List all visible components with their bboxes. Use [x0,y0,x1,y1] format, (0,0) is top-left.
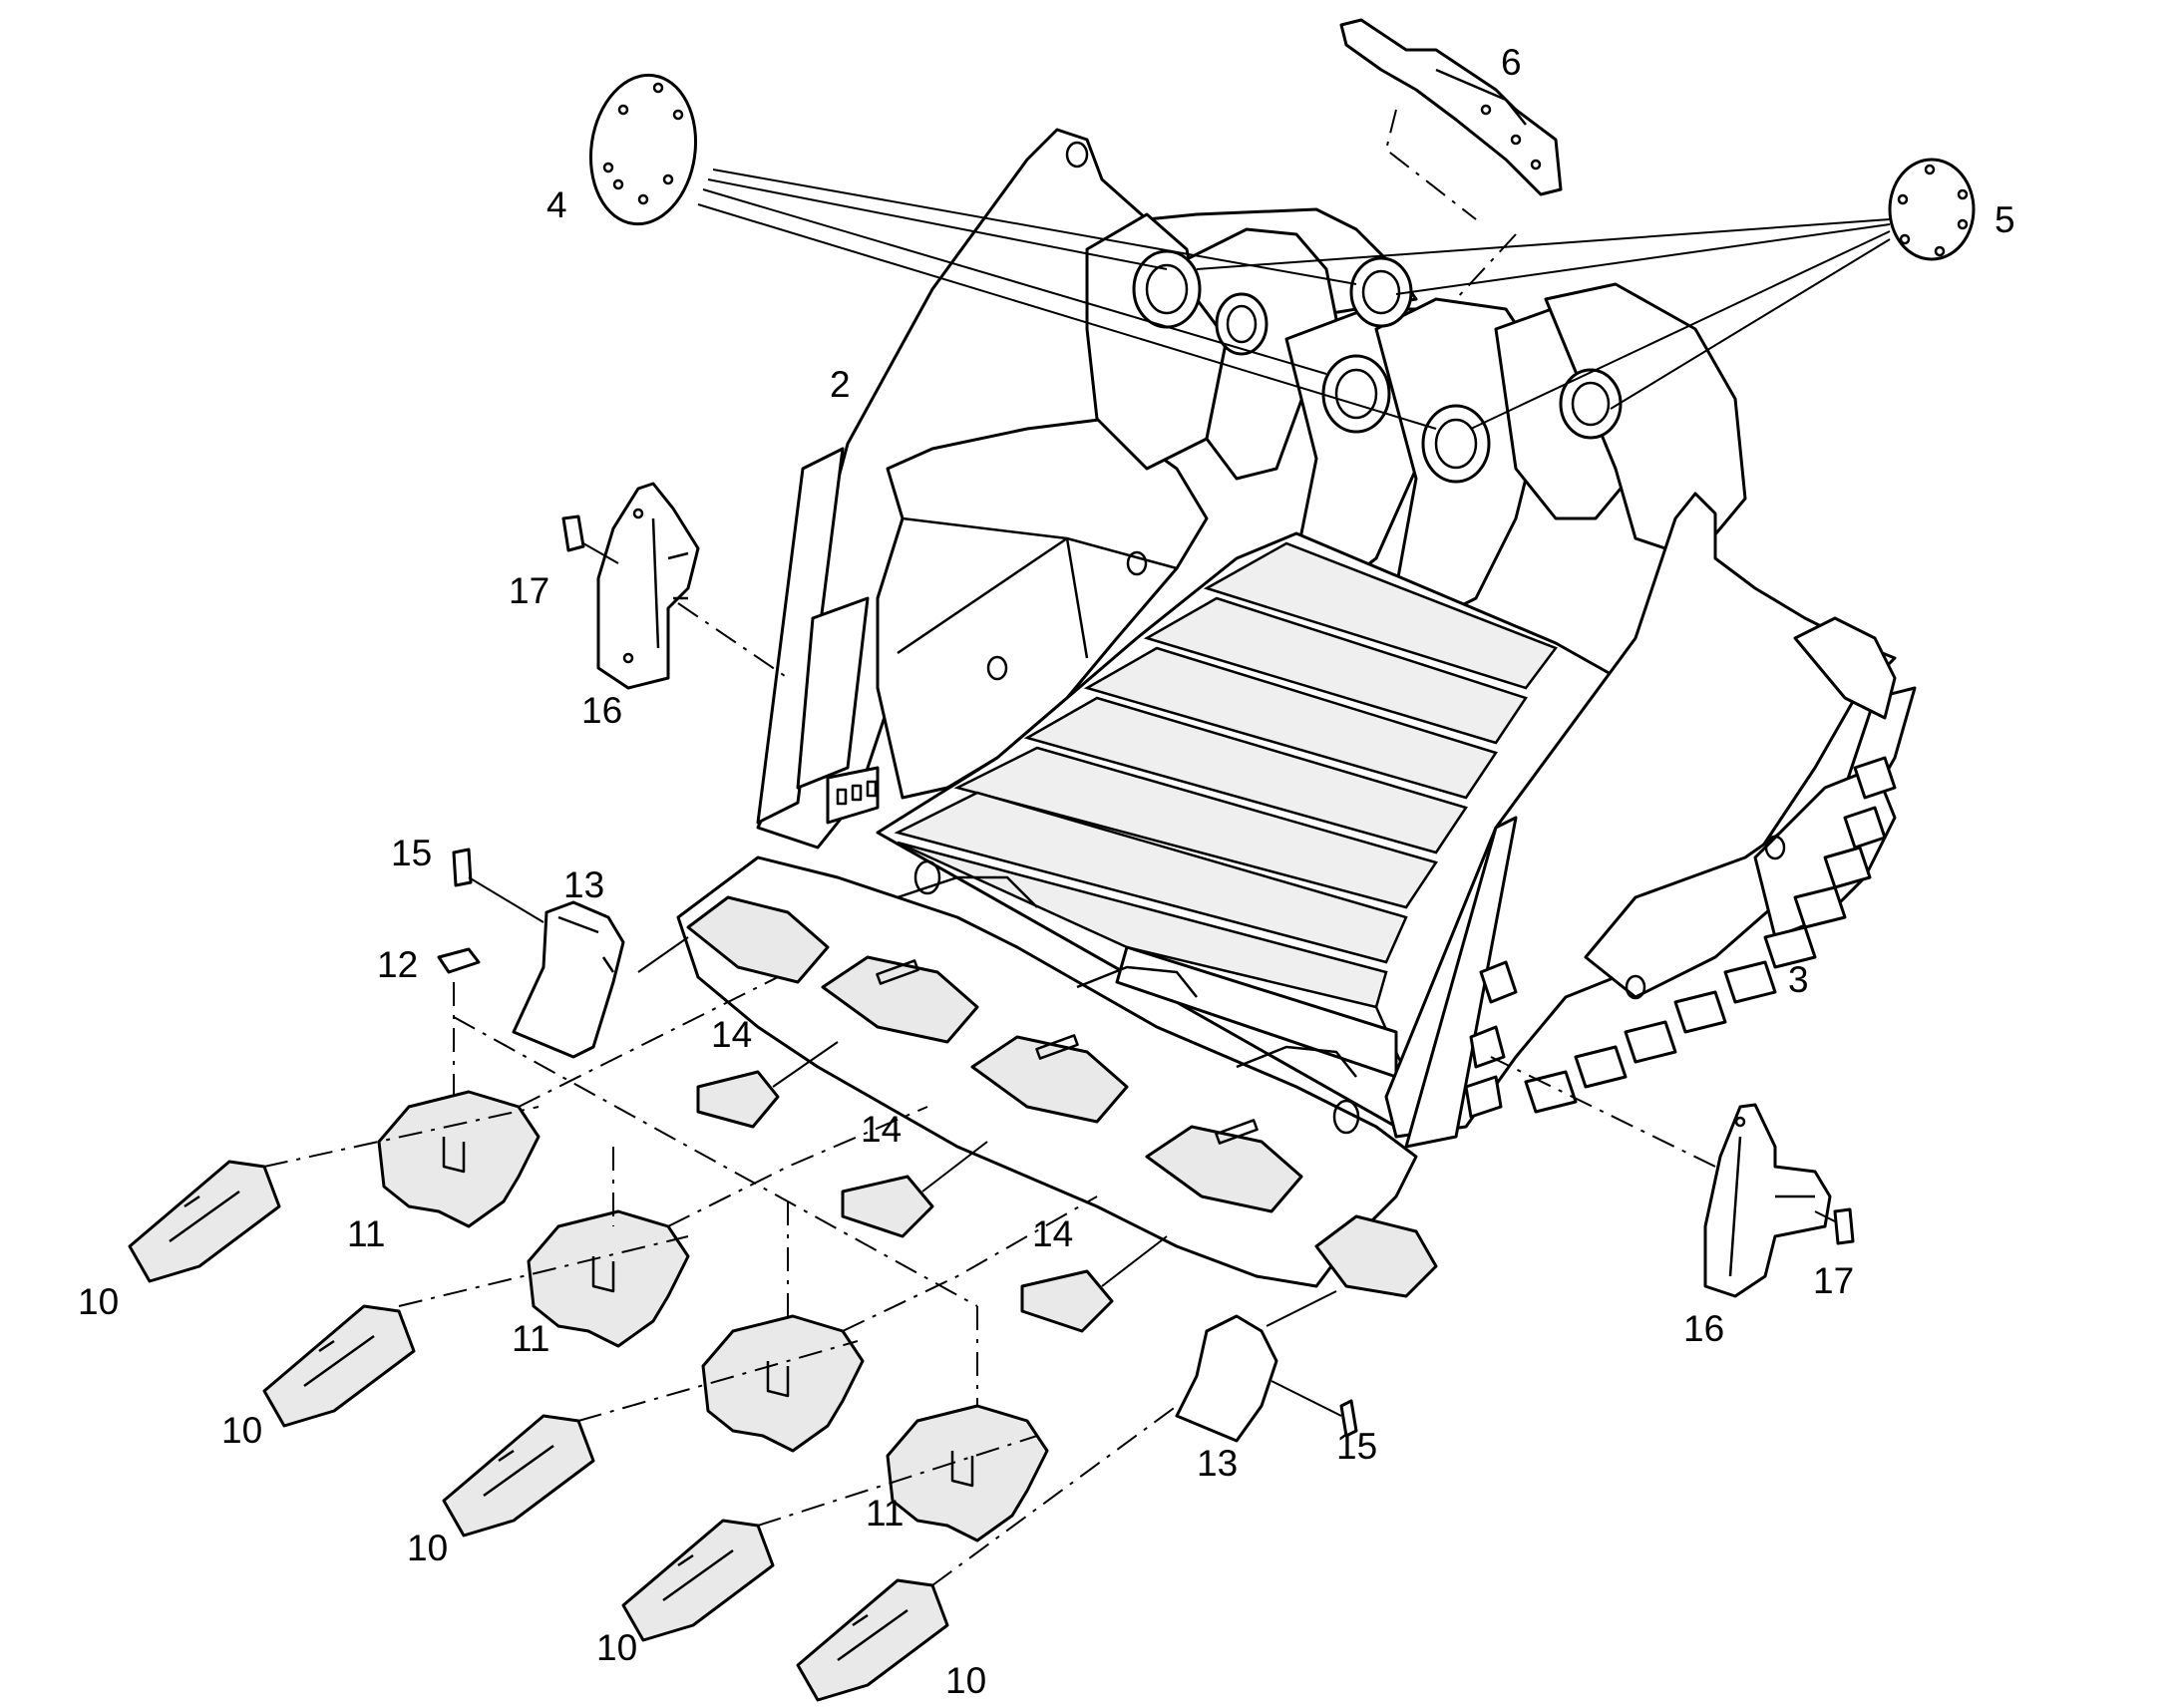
side-protector-left [561,482,789,690]
callout-16a: 16 [581,690,622,731]
callout-12: 12 [377,944,418,985]
cover-disc-part-4 [588,73,1437,430]
callout-6: 6 [1501,42,1522,83]
callout-10c: 10 [407,1528,448,1568]
callout-4: 4 [546,184,567,225]
adapters-part-11 [377,1090,1049,1542]
callout-15a: 15 [391,833,432,873]
bracket-part-6 [1339,18,1563,300]
callout-14b: 14 [861,1109,902,1150]
callout-15b: 15 [1336,1426,1377,1467]
cover-disc-part-5 [1196,158,1976,430]
wing-shroud-right [1175,1290,1358,1443]
lip-shrouds [696,1041,1168,1333]
callout-10a: 10 [78,1281,119,1322]
wing-shroud-left [437,848,689,1059]
callout-17a: 17 [509,570,549,611]
callout-labels: 2 3 4 5 6 10 10 10 10 10 11 11 11 12 13 … [78,42,2015,1701]
teeth-part-10 [128,1160,949,1702]
bucket-body [676,128,1917,1298]
callout-11b: 11 [512,1318,549,1359]
callout-10e: 10 [945,1660,986,1701]
callout-13b: 13 [1197,1443,1238,1484]
callout-16b: 16 [1683,1308,1724,1349]
assembly-lines [263,976,1178,1586]
callout-14a: 14 [711,1014,752,1055]
callout-17b: 17 [1813,1260,1854,1301]
side-protector-right [1490,1056,1855,1298]
callout-11c: 11 [866,1493,904,1534]
callout-13a: 13 [563,864,604,905]
callout-11a: 11 [347,1213,385,1254]
callout-5: 5 [1995,199,2015,240]
callout-10b: 10 [221,1410,262,1451]
callout-2: 2 [830,364,851,405]
callout-10d: 10 [596,1627,637,1668]
callout-14c: 14 [1032,1213,1073,1254]
callout-3: 3 [1788,959,1809,1000]
